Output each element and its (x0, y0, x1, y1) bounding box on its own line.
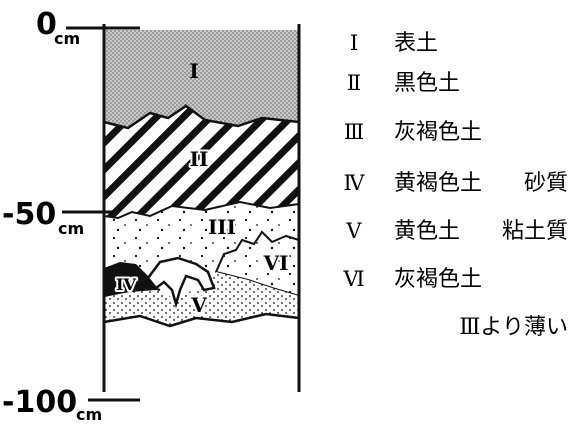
layer-mark-IV: IV (116, 275, 136, 294)
layer-V-bottom-boundary (103, 312, 300, 328)
legend-text-2: 黒色土 (394, 71, 460, 96)
legend-num-1: I (350, 31, 358, 55)
layer-III-tongue (146, 256, 216, 309)
legend-num-3: Ⅲ (344, 120, 364, 144)
layer-I-II-boundary (103, 104, 300, 130)
legend-num-4: Ⅳ (344, 171, 366, 195)
legend-footnote: Ⅲより薄い (459, 315, 568, 340)
legend-note-4: 砂質 (524, 171, 568, 196)
legend-text-5: 黄色土 (394, 219, 460, 244)
layer-I-region (104, 30, 299, 128)
depth-label-100: -100 (2, 385, 77, 420)
legend-num-6: Ⅵ (342, 267, 364, 291)
legend-text-3: 灰褐色土 (394, 120, 482, 145)
layer-mark-VI: VI (263, 251, 289, 275)
layer-II-III-boundary (103, 200, 300, 220)
depth-unit-0: cm (54, 29, 80, 48)
layer-mark-II: II (190, 147, 209, 171)
layer-IV-region (104, 262, 156, 296)
legend-text-6: 灰褐色土 (394, 267, 482, 292)
legend-num-5: Ⅴ (345, 219, 362, 243)
layer-mark-I: I (189, 59, 198, 83)
depth-unit-100: cm (76, 405, 102, 424)
depth-label-50: -50 (2, 197, 56, 232)
legend-num-2: Ⅱ (347, 71, 361, 95)
depth-label-0: 0 (36, 7, 57, 42)
legend-text-4: 黄褐色土 (394, 171, 482, 196)
legend-text-1: 表土 (394, 31, 438, 56)
layer-V-region (104, 272, 299, 326)
layer-mark-V: V (190, 293, 207, 317)
legend: I 表土 Ⅱ 黒色土 Ⅲ 灰褐色土 Ⅳ 黄褐色土 砂質 Ⅴ 黄色土 粘土質 Ⅵ … (342, 31, 568, 340)
depth-unit-50: cm (58, 219, 84, 238)
layer-II-region (104, 106, 299, 218)
layer-mark-III: III (208, 215, 236, 239)
legend-note-5: 粘土質 (502, 219, 568, 244)
